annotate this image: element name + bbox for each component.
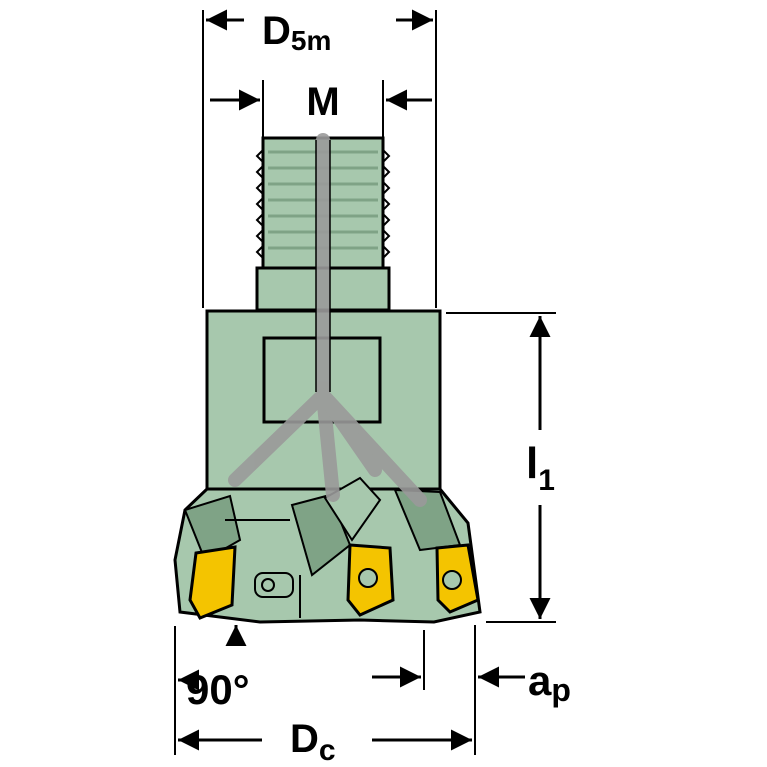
dimension-l1: l1 [446, 312, 556, 623]
label-ap: ap [528, 657, 571, 708]
dimension-m: M [210, 80, 432, 138]
insert-right [435, 543, 480, 614]
chip-pocket [183, 494, 242, 562]
dimension-dc: Dc [174, 626, 476, 767]
coolant-channel-outlines [315, 140, 331, 392]
label-dc: Dc [290, 717, 336, 767]
thread-lines [255, 149, 391, 259]
dimension-d5m: D5m [202, 9, 437, 308]
label-l1: l1 [526, 439, 555, 497]
insert-left [188, 545, 237, 620]
coolant-channels [228, 133, 427, 507]
screw-icon [442, 570, 462, 590]
dimension-angle: 90° [186, 625, 250, 713]
dimension-ap: ap [372, 625, 571, 745]
screw-icon [358, 568, 378, 588]
label-angle: 90° [186, 666, 250, 713]
insert-center [346, 543, 395, 617]
screw-hole [254, 572, 294, 598]
label-m: M [306, 80, 339, 124]
label-d5m: D5m [262, 9, 331, 56]
